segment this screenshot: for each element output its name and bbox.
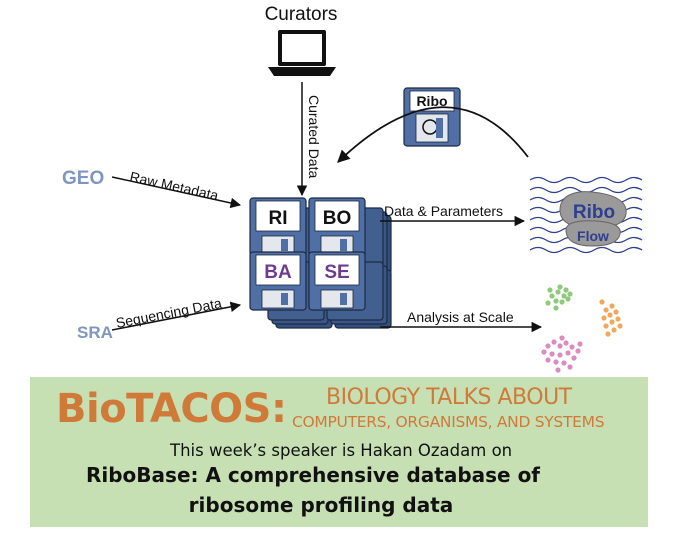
- ribosome-icon: Ribo Flow: [559, 191, 627, 247]
- orange-cluster: [599, 299, 623, 337]
- floppy-label-ri: RI: [269, 208, 288, 229]
- floppy-bo: BO: [308, 197, 366, 257]
- floppy-se: SE: [308, 251, 366, 311]
- biotacos-banner: BioTACOS: BIOLOGY TALKS ABOUT COMPUTERS,…: [30, 377, 648, 527]
- ribo-disk-icon: Ribo: [403, 87, 461, 147]
- floppy-label-ba: BA: [264, 262, 292, 283]
- analysis-clusters: [541, 284, 623, 373]
- banner-subtitle-line1: BIOLOGY TALKS ABOUT: [326, 385, 572, 410]
- sequencing-data-label: Sequencing Data: [115, 295, 224, 331]
- data-parameters-label: Data & Parameters: [384, 203, 503, 219]
- raw-metadata-label: Raw Metadata: [128, 168, 220, 203]
- floppy-label-bo: BO: [323, 208, 352, 229]
- banner-subtitle-line2: COMPUTERS, ORGANISMS, AND SYSTEMS: [292, 413, 605, 431]
- sequencing-data-arrow: [111, 301, 242, 331]
- riboflow-label-ribo: Ribo: [573, 202, 615, 223]
- speaker-line: This week’s speaker is Hakan Ozadam on: [170, 441, 513, 460]
- raw-metadata-arrow: [111, 176, 242, 209]
- talk-title-line2: ribosome profiling data: [188, 493, 454, 517]
- banner-title: BioTACOS:: [56, 386, 287, 432]
- riboflow-label-flow: Flow: [577, 228, 609, 244]
- floppy-ba: BA: [249, 251, 307, 311]
- geo-label: GEO: [62, 168, 104, 189]
- analysis-label: Analysis at Scale: [407, 309, 514, 325]
- curated-data-label: Curated Data: [306, 95, 322, 178]
- pink-cluster: [541, 335, 583, 373]
- sra-label: SRA: [77, 323, 113, 342]
- ribo-disk-label: Ribo: [416, 93, 447, 109]
- talk-title-line1: RiboBase: A comprehensive database of: [85, 463, 541, 487]
- riboflow-return-arrow: [337, 106, 529, 163]
- curators-label: Curators: [265, 4, 338, 25]
- floppy-ri: RI: [249, 197, 307, 257]
- green-cluster: [545, 284, 573, 311]
- floppy-label-se: SE: [324, 262, 349, 283]
- ribobase-diagram: Curators Curated Data GEO Raw Metadata S…: [62, 4, 643, 373]
- laptop-icon: [268, 30, 336, 76]
